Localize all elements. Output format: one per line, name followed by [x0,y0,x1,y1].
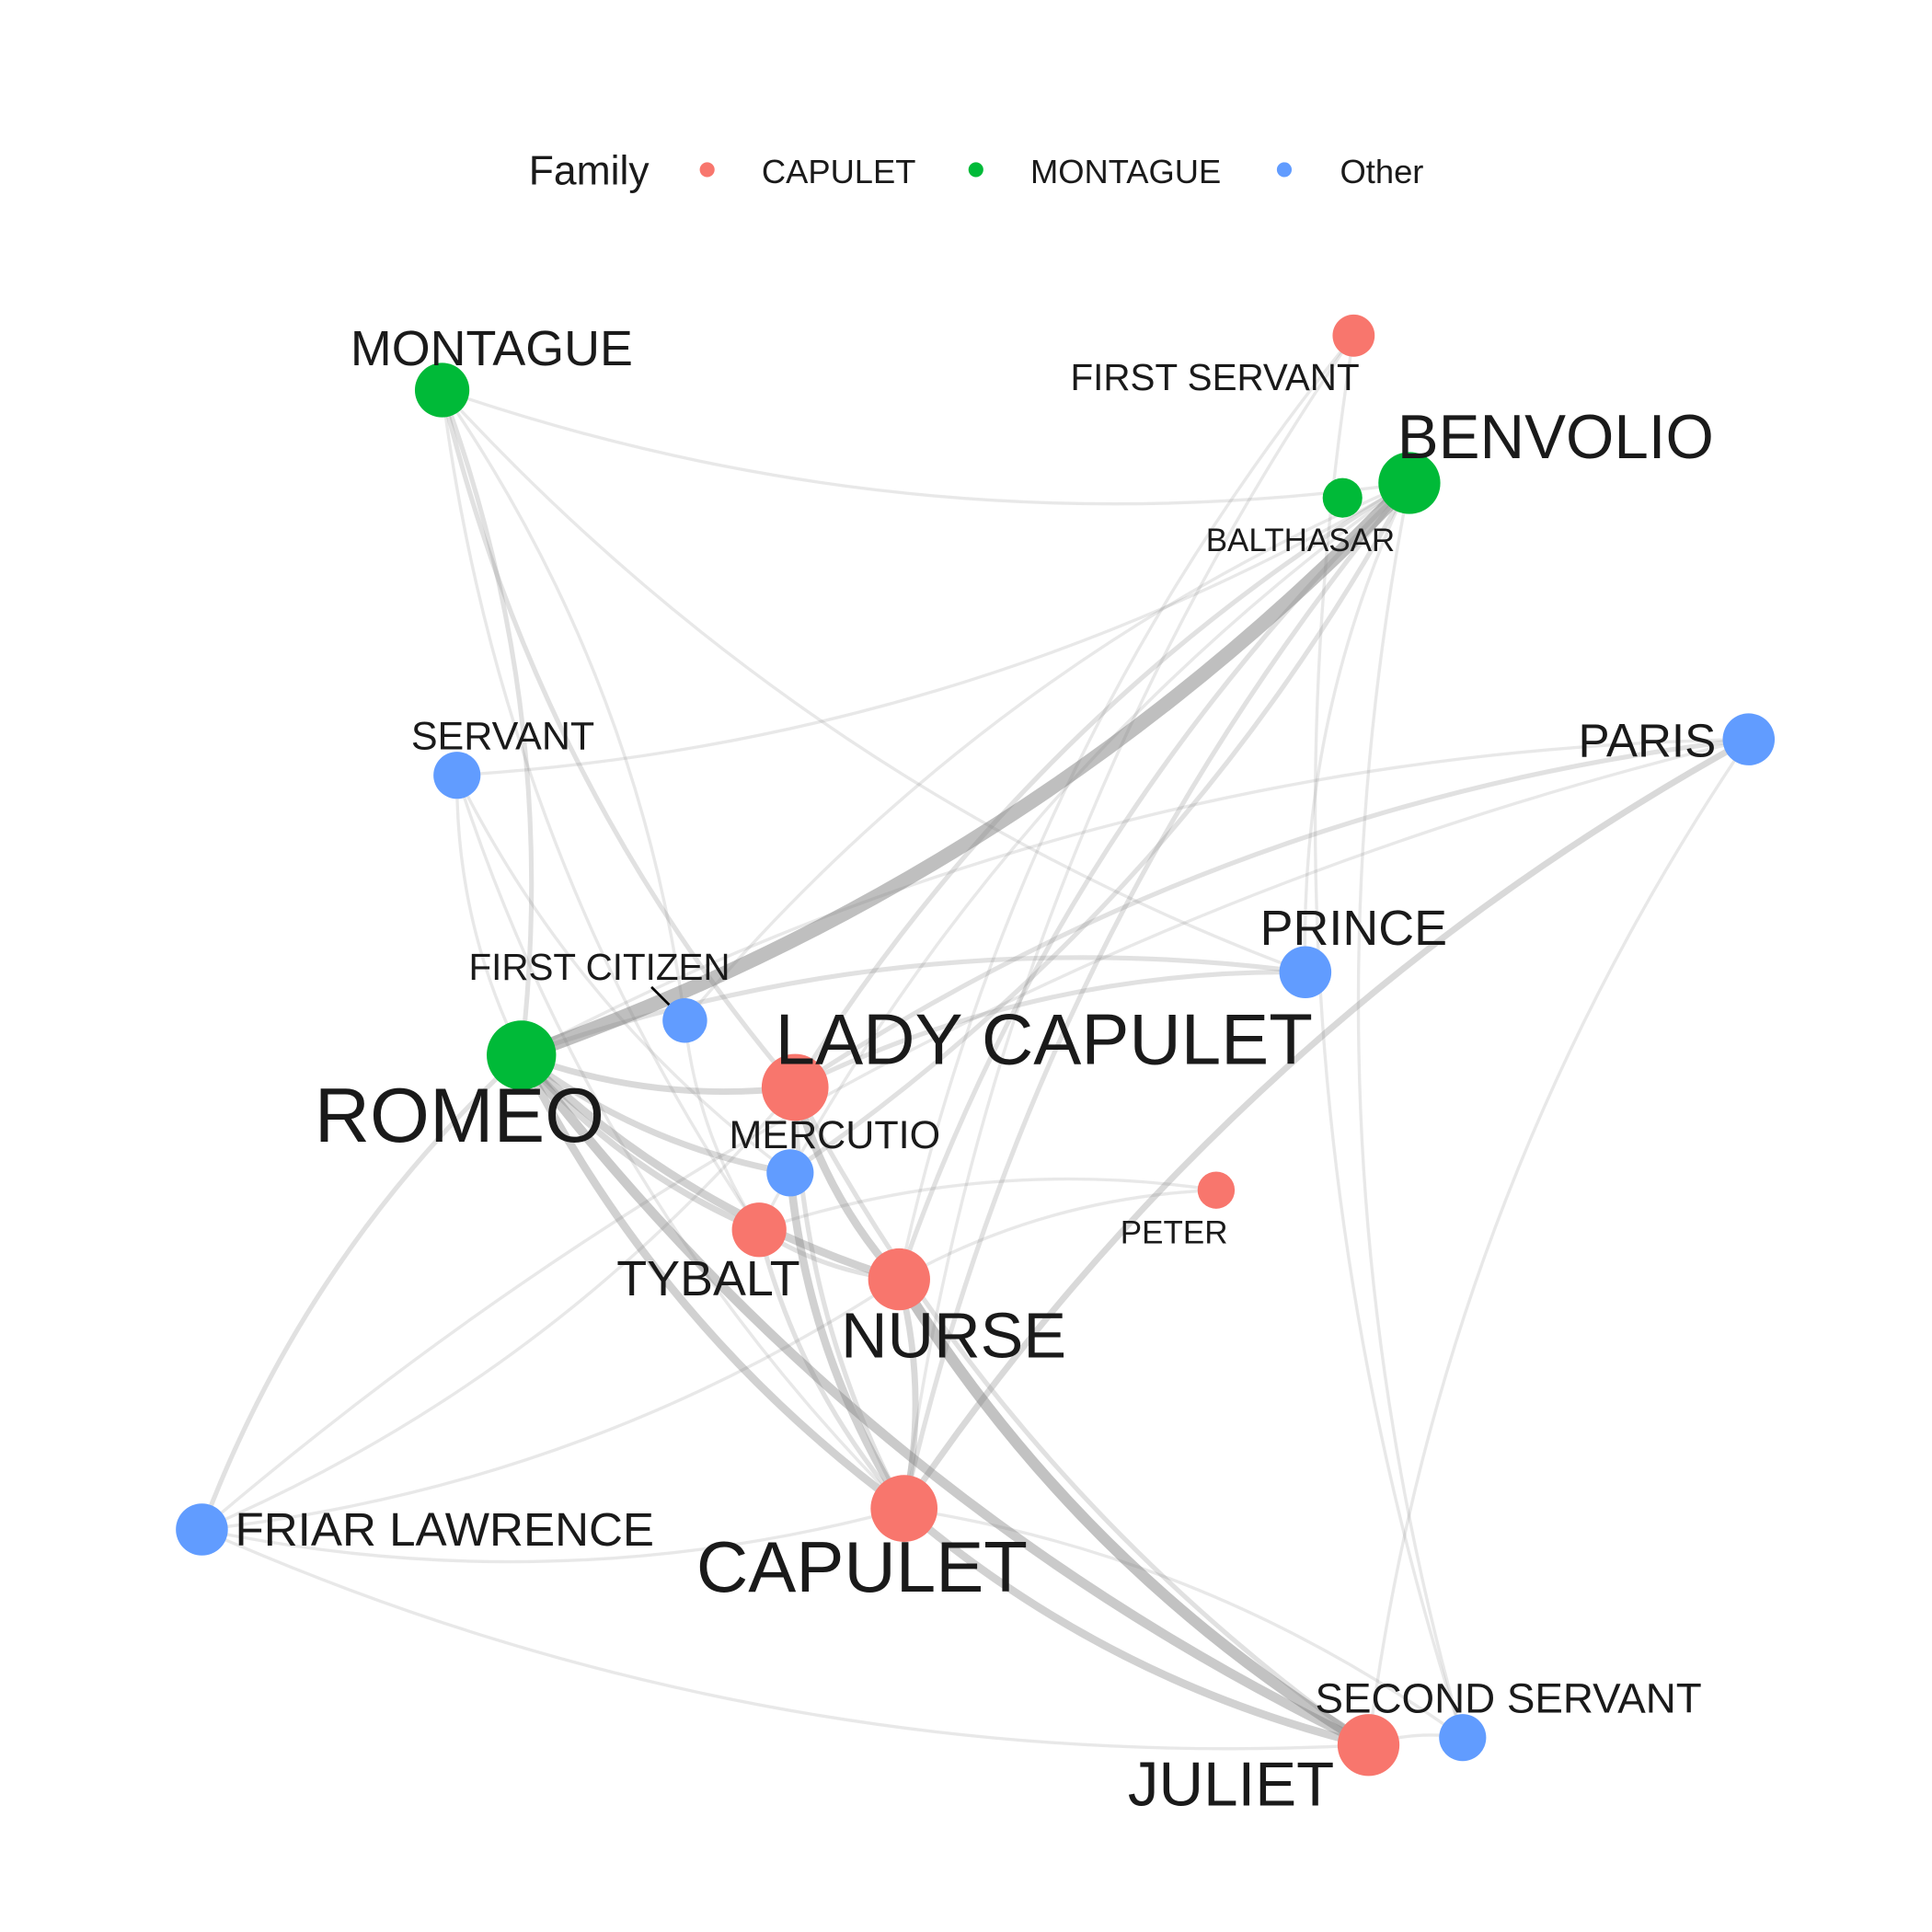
edge-first-servant-nurse [897,334,1356,1282]
edge-tybalt-capulet [756,1227,907,1512]
node-capulet [870,1475,938,1542]
edge-lady-capulet-juliet [792,1085,1372,1748]
edge-montague-lady-capulet [440,387,798,1090]
edge-peter-nurse [897,1188,1218,1282]
node-labels: MONTAGUE FIRST SERVANT BENVOLIO BALTHASAR SE… [235,321,1716,1820]
edge-servant-benvolio [455,481,1411,777]
edge-paris-friar-lawrence [200,737,1751,1532]
edge-benvolio-prince [1303,481,1411,974]
edge-first-citizen-tybalt [683,1018,761,1232]
legend-key-montague-icon [968,162,983,178]
edge-montague-benvolio [440,388,1411,506]
node-label-mercutio: MERCUTIO [729,1113,940,1157]
node-balthasar [1322,477,1363,518]
edge-first-servant-capulet [903,334,1356,1511]
edge-peter-tybalt [757,1177,1218,1232]
node-label-montague: MONTAGUE [351,321,633,376]
node-label-first-servant: FIRST SERVANT [1071,356,1360,398]
edge-romeo-tybalt [518,1052,763,1234]
edge-prince-lady-capulet [792,970,1308,1090]
node-juliet [1337,1714,1400,1777]
node-peter [1197,1171,1236,1209]
edge-benvolio-tybalt [757,481,1411,1232]
edge-prince-romeo [519,955,1308,1058]
legend-label-other: Other [1340,153,1424,190]
edge-servant-capulet [455,774,906,1511]
node-prince [1279,946,1332,998]
edge-romeo-friar-lawrence [199,1052,524,1533]
edge-montague-prince [440,388,1307,974]
edge-romeo-lady-capulet [518,1052,799,1095]
edge-benvolio-nurse [896,480,1412,1282]
edge-romeo-montague [440,387,535,1058]
edge-benvolio-lady-capulet [792,480,1412,1090]
node-label-juliet: JULIET [1128,1751,1334,1820]
node-mercutio [766,1149,814,1197]
edge-paris-capulet [901,736,1753,1512]
legend-title: Family [529,149,650,194]
node-label-peter: PETER [1121,1215,1228,1251]
edge-friar-lawrence-juliet [200,1527,1371,1751]
edge-romeo-juliet [516,1050,1374,1750]
legend-key-other-icon [1276,162,1293,178]
edge-friar-lawrence-capulet [200,1506,906,1564]
node-nurse [868,1248,930,1311]
node-label-benvolio: BENVOLIO [1397,403,1714,472]
edge-mercutio-benvolio [788,480,1412,1176]
edges [199,334,1753,1751]
node-benvolio [1378,452,1441,514]
edge-mercutio-capulet [786,1168,908,1512]
nodes [176,314,1776,1777]
node-label-paris: PARIS [1579,715,1717,767]
node-label-servant: SERVANT [411,714,594,758]
edge-paris-romeo [520,737,1751,1057]
edge-friar-lawrence-lady-capulet [200,1086,797,1532]
node-label-tybalt: TYBALT [616,1251,799,1306]
legend-label-montague: MONTAGUE [1030,153,1221,190]
node-label-lady-capulet: LADY CAPULET [776,998,1313,1079]
edge-romeo-capulet [517,1051,908,1512]
edge-romeo-mercutio [518,1052,794,1177]
edge-benvolio-first-citizen [683,481,1411,1022]
legend-label-capulet: CAPULET [762,153,916,190]
edge-second-servant-capulet [903,1506,1465,1740]
node-lady-capulet [761,1053,829,1121]
edge-servant-mercutio [455,774,792,1175]
edge-friar-lawrence-nurse [200,1277,901,1532]
edge-first-citizen-montague [440,388,687,1022]
edge-romeo-benvolio [513,476,1417,1063]
edge-paris-lady-capulet [792,737,1752,1090]
edge-servant-romeo [455,774,523,1057]
edge-capulet-juliet [900,1504,1373,1750]
node-tybalt [731,1202,787,1258]
node-first-citizen [662,998,707,1043]
node-label-friar-lawrence: FRIAR LAWRENCE [235,1503,654,1556]
node-label-capulet: CAPULET [696,1526,1028,1607]
node-label-balthasar: BALTHASAR [1206,523,1396,558]
edge-nurse-juliet [893,1273,1374,1751]
edge-lady-capulet-capulet [792,1085,907,1512]
node-label-first-citizen: FIRST CITIZEN [468,946,730,988]
edge-paris-juliet [1366,737,1751,1747]
node-label-second-servant: SECOND SERVANT [1315,1675,1701,1722]
node-romeo [487,1020,557,1090]
edge-benvolio-capulet [902,480,1412,1512]
edge-first-servant-second-servant [1313,334,1465,1740]
edge-montague-tybalt [440,388,761,1232]
node-second-servant [1439,1714,1487,1762]
node-first-servant [1332,314,1375,357]
node-paris [1722,713,1776,765]
edge-benvolio-second-servant [1356,481,1465,1740]
legend: Family CAPULET MONTAGUE Other [529,149,1424,194]
node-label-romeo: ROMEO [315,1072,604,1158]
node-friar-lawrence [176,1503,228,1556]
node-label-prince: PRINCE [1260,901,1447,956]
node-montague [414,362,470,418]
node-servant [433,752,481,799]
legend-key-capulet-icon [699,162,715,178]
node-label-nurse: NURSE [841,1299,1066,1371]
edge-romeo-nurse [517,1051,903,1283]
